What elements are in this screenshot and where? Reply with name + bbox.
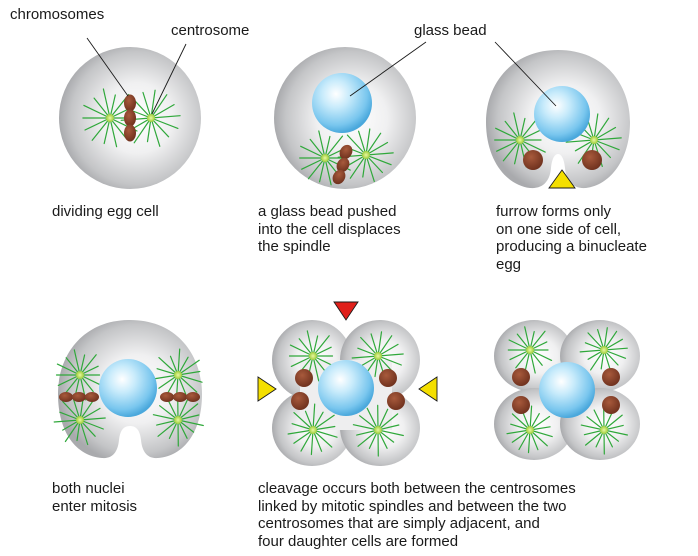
- chromosome: [160, 392, 174, 402]
- panel-5-cleavage: [258, 302, 437, 466]
- caption-line: four daughter cells are formed: [258, 533, 576, 551]
- chromosome: [186, 392, 200, 402]
- centrosome-dot: [374, 352, 382, 360]
- centrosome-dot: [174, 416, 182, 424]
- glass-bead: [99, 359, 157, 417]
- glass-bead: [539, 362, 595, 418]
- yellow-arrowhead-left: [258, 377, 276, 401]
- centrosome-dot: [362, 151, 370, 159]
- panel-4-mitosis: [54, 320, 203, 458]
- nucleus: [602, 396, 620, 414]
- nucleus: [387, 392, 405, 410]
- caption-line: dividing egg cell: [52, 203, 159, 221]
- chromosome: [124, 95, 136, 112]
- nucleus: [523, 150, 543, 170]
- chromosome: [124, 110, 136, 127]
- centrosome-dot: [590, 136, 598, 144]
- centrosome-dot: [516, 136, 524, 144]
- centrosome-dot: [147, 114, 155, 122]
- label-chromosomes: chromosomes: [10, 6, 104, 24]
- caption-panel-2: a glass bead pushed into the cell displa…: [258, 203, 401, 256]
- caption-panel-1: dividing egg cell: [52, 203, 159, 221]
- caption-panel-5-6: cleavage occurs both between the centros…: [258, 480, 576, 550]
- caption-line: into the cell displaces: [258, 221, 401, 239]
- caption-line: the spindle: [258, 238, 401, 256]
- caption-line: enter mitosis: [52, 498, 137, 516]
- nucleus: [295, 369, 313, 387]
- nucleus: [582, 150, 602, 170]
- caption-line: centrosomes that are simply adjacent, an…: [258, 515, 576, 533]
- caption-line: producing a binucleate: [496, 238, 647, 256]
- nucleus: [602, 368, 620, 386]
- centrosome-dot: [374, 426, 382, 434]
- centrosome-dot: [309, 352, 317, 360]
- caption-line: both nuclei: [52, 480, 137, 498]
- panel-3-binucleate: [486, 42, 630, 188]
- caption-line: furrow forms only: [496, 203, 647, 221]
- chromosome: [59, 392, 73, 402]
- caption-line: on one side of cell,: [496, 221, 647, 239]
- red-arrowhead-top: [334, 302, 358, 320]
- chromosome: [85, 392, 99, 402]
- glass-bead: [534, 86, 590, 142]
- glass-bead: [312, 73, 372, 133]
- caption-panel-3: furrow forms only on one side of cell, p…: [496, 203, 647, 273]
- caption-line: a glass bead pushed: [258, 203, 401, 221]
- glass-bead: [318, 360, 374, 416]
- chromosome: [173, 392, 187, 402]
- caption-line: egg: [496, 256, 647, 274]
- label-centrosome: centrosome: [171, 22, 249, 40]
- nucleus: [379, 369, 397, 387]
- centrosome-dot: [600, 426, 608, 434]
- nucleus: [512, 368, 530, 386]
- chromosome: [124, 125, 136, 142]
- centrosome-dot: [106, 114, 114, 122]
- panel-6-four-cells: [494, 320, 640, 460]
- nucleus: [512, 396, 530, 414]
- panel-2-bead-pushed: [274, 42, 426, 189]
- centrosome-dot: [76, 371, 84, 379]
- centrosome-dot: [600, 346, 608, 354]
- nucleus: [291, 392, 309, 410]
- centrosome-dot: [76, 416, 84, 424]
- centrosome-dot: [174, 371, 182, 379]
- centrosome-dot: [526, 426, 534, 434]
- panel-1-egg-cell: [59, 38, 201, 189]
- caption-line: linked by mitotic spindles and between t…: [258, 498, 576, 516]
- centrosome-dot: [526, 346, 534, 354]
- label-glass-bead: glass bead: [414, 22, 487, 40]
- centrosome-dot: [309, 426, 317, 434]
- caption-line: cleavage occurs both between the centros…: [258, 480, 576, 498]
- centrosome-dot: [321, 154, 329, 162]
- caption-panel-4: both nuclei enter mitosis: [52, 480, 137, 515]
- yellow-arrowhead-right: [419, 377, 437, 401]
- chromosome: [72, 392, 86, 402]
